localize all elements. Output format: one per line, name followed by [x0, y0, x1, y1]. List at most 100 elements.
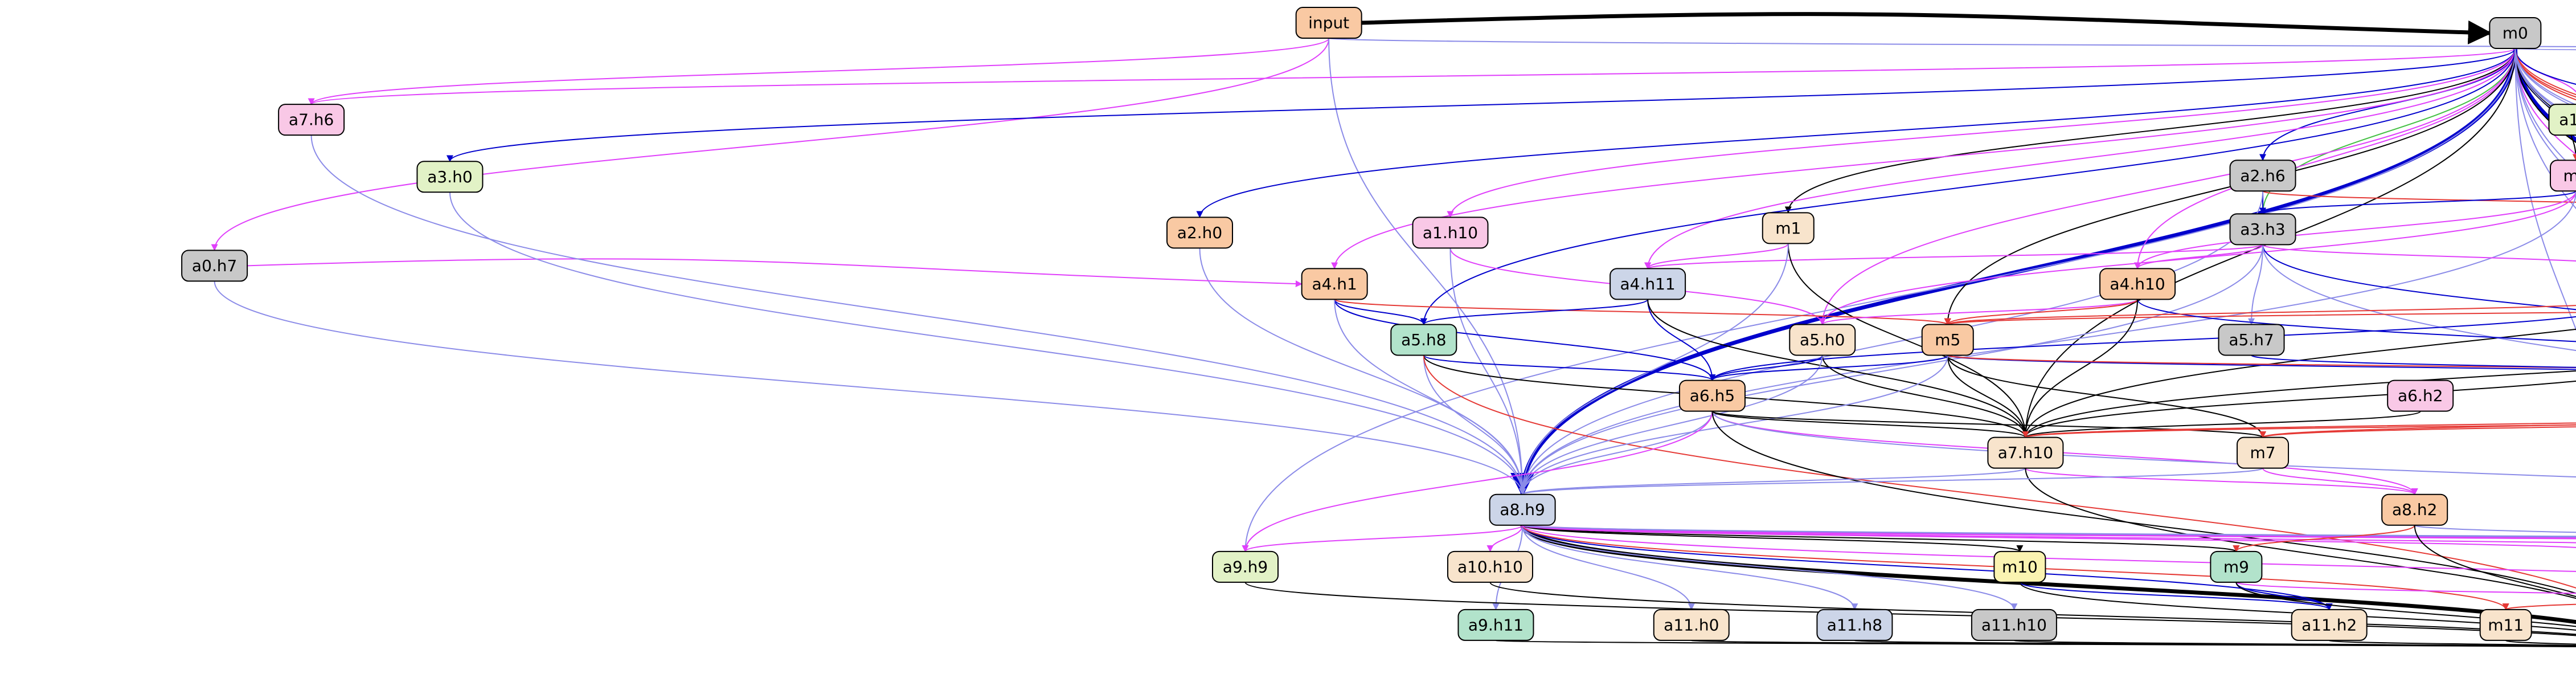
- node-box: [1921, 324, 1974, 356]
- edge-m1-to-a8.h9: [1519, 243, 1789, 495]
- node-m1[interactable]: m1: [1762, 212, 1815, 244]
- node-box: [2550, 160, 2576, 192]
- node-a4.h10[interactable]: a4.h10: [2099, 268, 2176, 300]
- edge-m0-to-a1.h10: [1447, 48, 2516, 218]
- node-a1.h7[interactable]: a1.h7: [2548, 104, 2576, 136]
- edge-m0-to-a4.h10: [2134, 48, 2516, 270]
- node-label: a4.h1: [1312, 275, 1357, 293]
- edge-input-to-m0: [1361, 12, 2492, 44]
- node-a7.h10[interactable]: a7.h10: [1987, 436, 2064, 469]
- edge-a11.h10-to-logits: [2013, 639, 2576, 647]
- edge-m5-to-m7: [1947, 355, 2266, 438]
- node-label: a11.h10: [1981, 615, 2047, 634]
- edge-m0-to-a4.h8: [2514, 48, 2576, 156]
- edge-m6-to-a7.h10: [2022, 424, 2576, 438]
- node-m0[interactable]: m0: [2489, 17, 2542, 50]
- node-m9[interactable]: m9: [2210, 550, 2263, 583]
- edge-a5.h7-to-a6.h11: [2251, 354, 2576, 368]
- node-box: [1212, 550, 1279, 583]
- edge-m2-to-a8.h9: [1519, 191, 2576, 495]
- node-label: m5: [1935, 330, 1960, 349]
- node-a2.h6[interactable]: a2.h6: [2229, 160, 2296, 192]
- node-label: a1.h7: [2559, 111, 2576, 129]
- node-m5[interactable]: m5: [1921, 324, 1974, 356]
- node-a8.h9[interactable]: a8.h9: [1489, 493, 1556, 526]
- node-a2.h0[interactable]: a2.h0: [1166, 217, 1234, 249]
- edge-m5-to-m6: [1947, 354, 2576, 369]
- node-a6.h2[interactable]: a6.h2: [2387, 379, 2454, 412]
- node-a4.h11[interactable]: a4.h11: [1610, 268, 1686, 300]
- node-a3.h3[interactable]: a3.h3: [2229, 213, 2296, 246]
- node-label: a6.h2: [2398, 386, 2443, 405]
- node-m11[interactable]: m11: [2479, 609, 2532, 641]
- node-box: [1653, 609, 1730, 641]
- node-label: a8.h9: [1500, 500, 1545, 519]
- edge-m0-to-a3.h3: [2259, 48, 2516, 215]
- node-box: [2237, 436, 2290, 469]
- node-a7.h6[interactable]: a7.h6: [278, 104, 345, 136]
- node-m2[interactable]: m2: [2550, 160, 2576, 192]
- edge-layer: [211, 12, 2576, 647]
- node-m7[interactable]: m7: [2237, 436, 2290, 469]
- edge-a7.h6-to-a8.h9: [310, 135, 1526, 495]
- node-a11.h10[interactable]: a11.h10: [1971, 609, 2057, 641]
- node-label: a4.h11: [1620, 275, 1675, 293]
- node-a10.h10[interactable]: a10.h10: [1447, 550, 1533, 583]
- edge-m0-to-m4: [2514, 48, 2576, 101]
- node-label: a1.h10: [1423, 223, 1478, 242]
- edge-a6.h11-to-a7.h10: [2022, 422, 2576, 438]
- edge-a9.h9-to-logits: [1244, 581, 2576, 636]
- node-a1.h10[interactable]: a1.h10: [1412, 217, 1489, 249]
- node-label: m10: [2002, 557, 2038, 576]
- edge-a3.h0-to-a8.h9: [449, 192, 1526, 495]
- node-a11.h8[interactable]: a11.h8: [1816, 609, 1893, 641]
- edge-a4.h11-to-a5.h8: [1420, 299, 1649, 325]
- edge-m1-to-a7.h10: [1787, 243, 2029, 438]
- edge-a8.h9-to-a9.h9: [1242, 524, 1524, 553]
- edge-m0-to-a4.h11: [1644, 48, 2516, 270]
- edge-a6.h5-to-m7: [1711, 410, 2266, 438]
- node-a6.h5[interactable]: a6.h5: [1678, 379, 1746, 412]
- edge-input-to-a8.h9: [1328, 38, 1526, 495]
- edge-a5.h8-to-a8.h9: [1423, 355, 1526, 495]
- node-a5.h0[interactable]: a5.h0: [1789, 324, 1856, 356]
- node-label: m9: [2223, 557, 2249, 576]
- node-a8.h2[interactable]: a8.h2: [2381, 493, 2448, 526]
- edge-a5.h10-to-a7.h10: [2022, 380, 2576, 438]
- node-a9.h9[interactable]: a9.h9: [1212, 550, 1279, 583]
- edge-a4.h10-to-a6.h11: [2137, 299, 2576, 342]
- edge-input-to-a9.h4: [1328, 38, 2576, 47]
- node-a3.h0[interactable]: a3.h0: [416, 161, 484, 193]
- node-box: [2229, 160, 2296, 192]
- node-input[interactable]: input: [1295, 7, 1362, 39]
- node-label: a11.h0: [1664, 615, 1719, 634]
- edge-a2.h6-to-a8.h9: [1519, 191, 2264, 495]
- node-a9.h11[interactable]: a9.h11: [1457, 609, 1534, 641]
- node-box: [2229, 213, 2296, 246]
- edge-m0-to-m3: [2514, 48, 2576, 98]
- node-box: [2387, 379, 2454, 412]
- edge-a5.h8-to-logits: [1423, 355, 2576, 589]
- edge-a8.h9-to-a10.h7: [1522, 525, 2576, 572]
- edge-a5.h0-to-a8.h9: [1519, 355, 1823, 495]
- node-box: [1301, 268, 1368, 300]
- edge-a3.h3-to-a4.h10: [2134, 244, 2264, 270]
- node-box: [1789, 324, 1856, 356]
- node-a0.h7[interactable]: a0.h7: [181, 250, 248, 282]
- node-a5.h7[interactable]: a5.h7: [2218, 324, 2285, 356]
- edge-a6.h2-to-a7.h10: [2022, 410, 2421, 438]
- node-a4.h1[interactable]: a4.h1: [1301, 268, 1368, 300]
- node-m10[interactable]: m10: [1993, 550, 2046, 583]
- node-a11.h2[interactable]: a11.h2: [2291, 609, 2368, 641]
- node-box: [2479, 609, 2532, 641]
- node-box: [2548, 104, 2576, 136]
- node-box: [1816, 609, 1893, 641]
- edge-a4.h11-to-a6.h5: [1647, 299, 1716, 381]
- node-label: a4.h10: [2110, 275, 2165, 293]
- edge-m5-to-a7.h10: [1947, 355, 2029, 438]
- node-a11.h0[interactable]: a11.h0: [1653, 609, 1730, 641]
- edge-m0-to-a6.h11: [2514, 48, 2576, 144]
- node-a5.h8[interactable]: a5.h8: [1390, 324, 1457, 356]
- node-box: [2291, 609, 2368, 641]
- node-box: [1610, 268, 1686, 300]
